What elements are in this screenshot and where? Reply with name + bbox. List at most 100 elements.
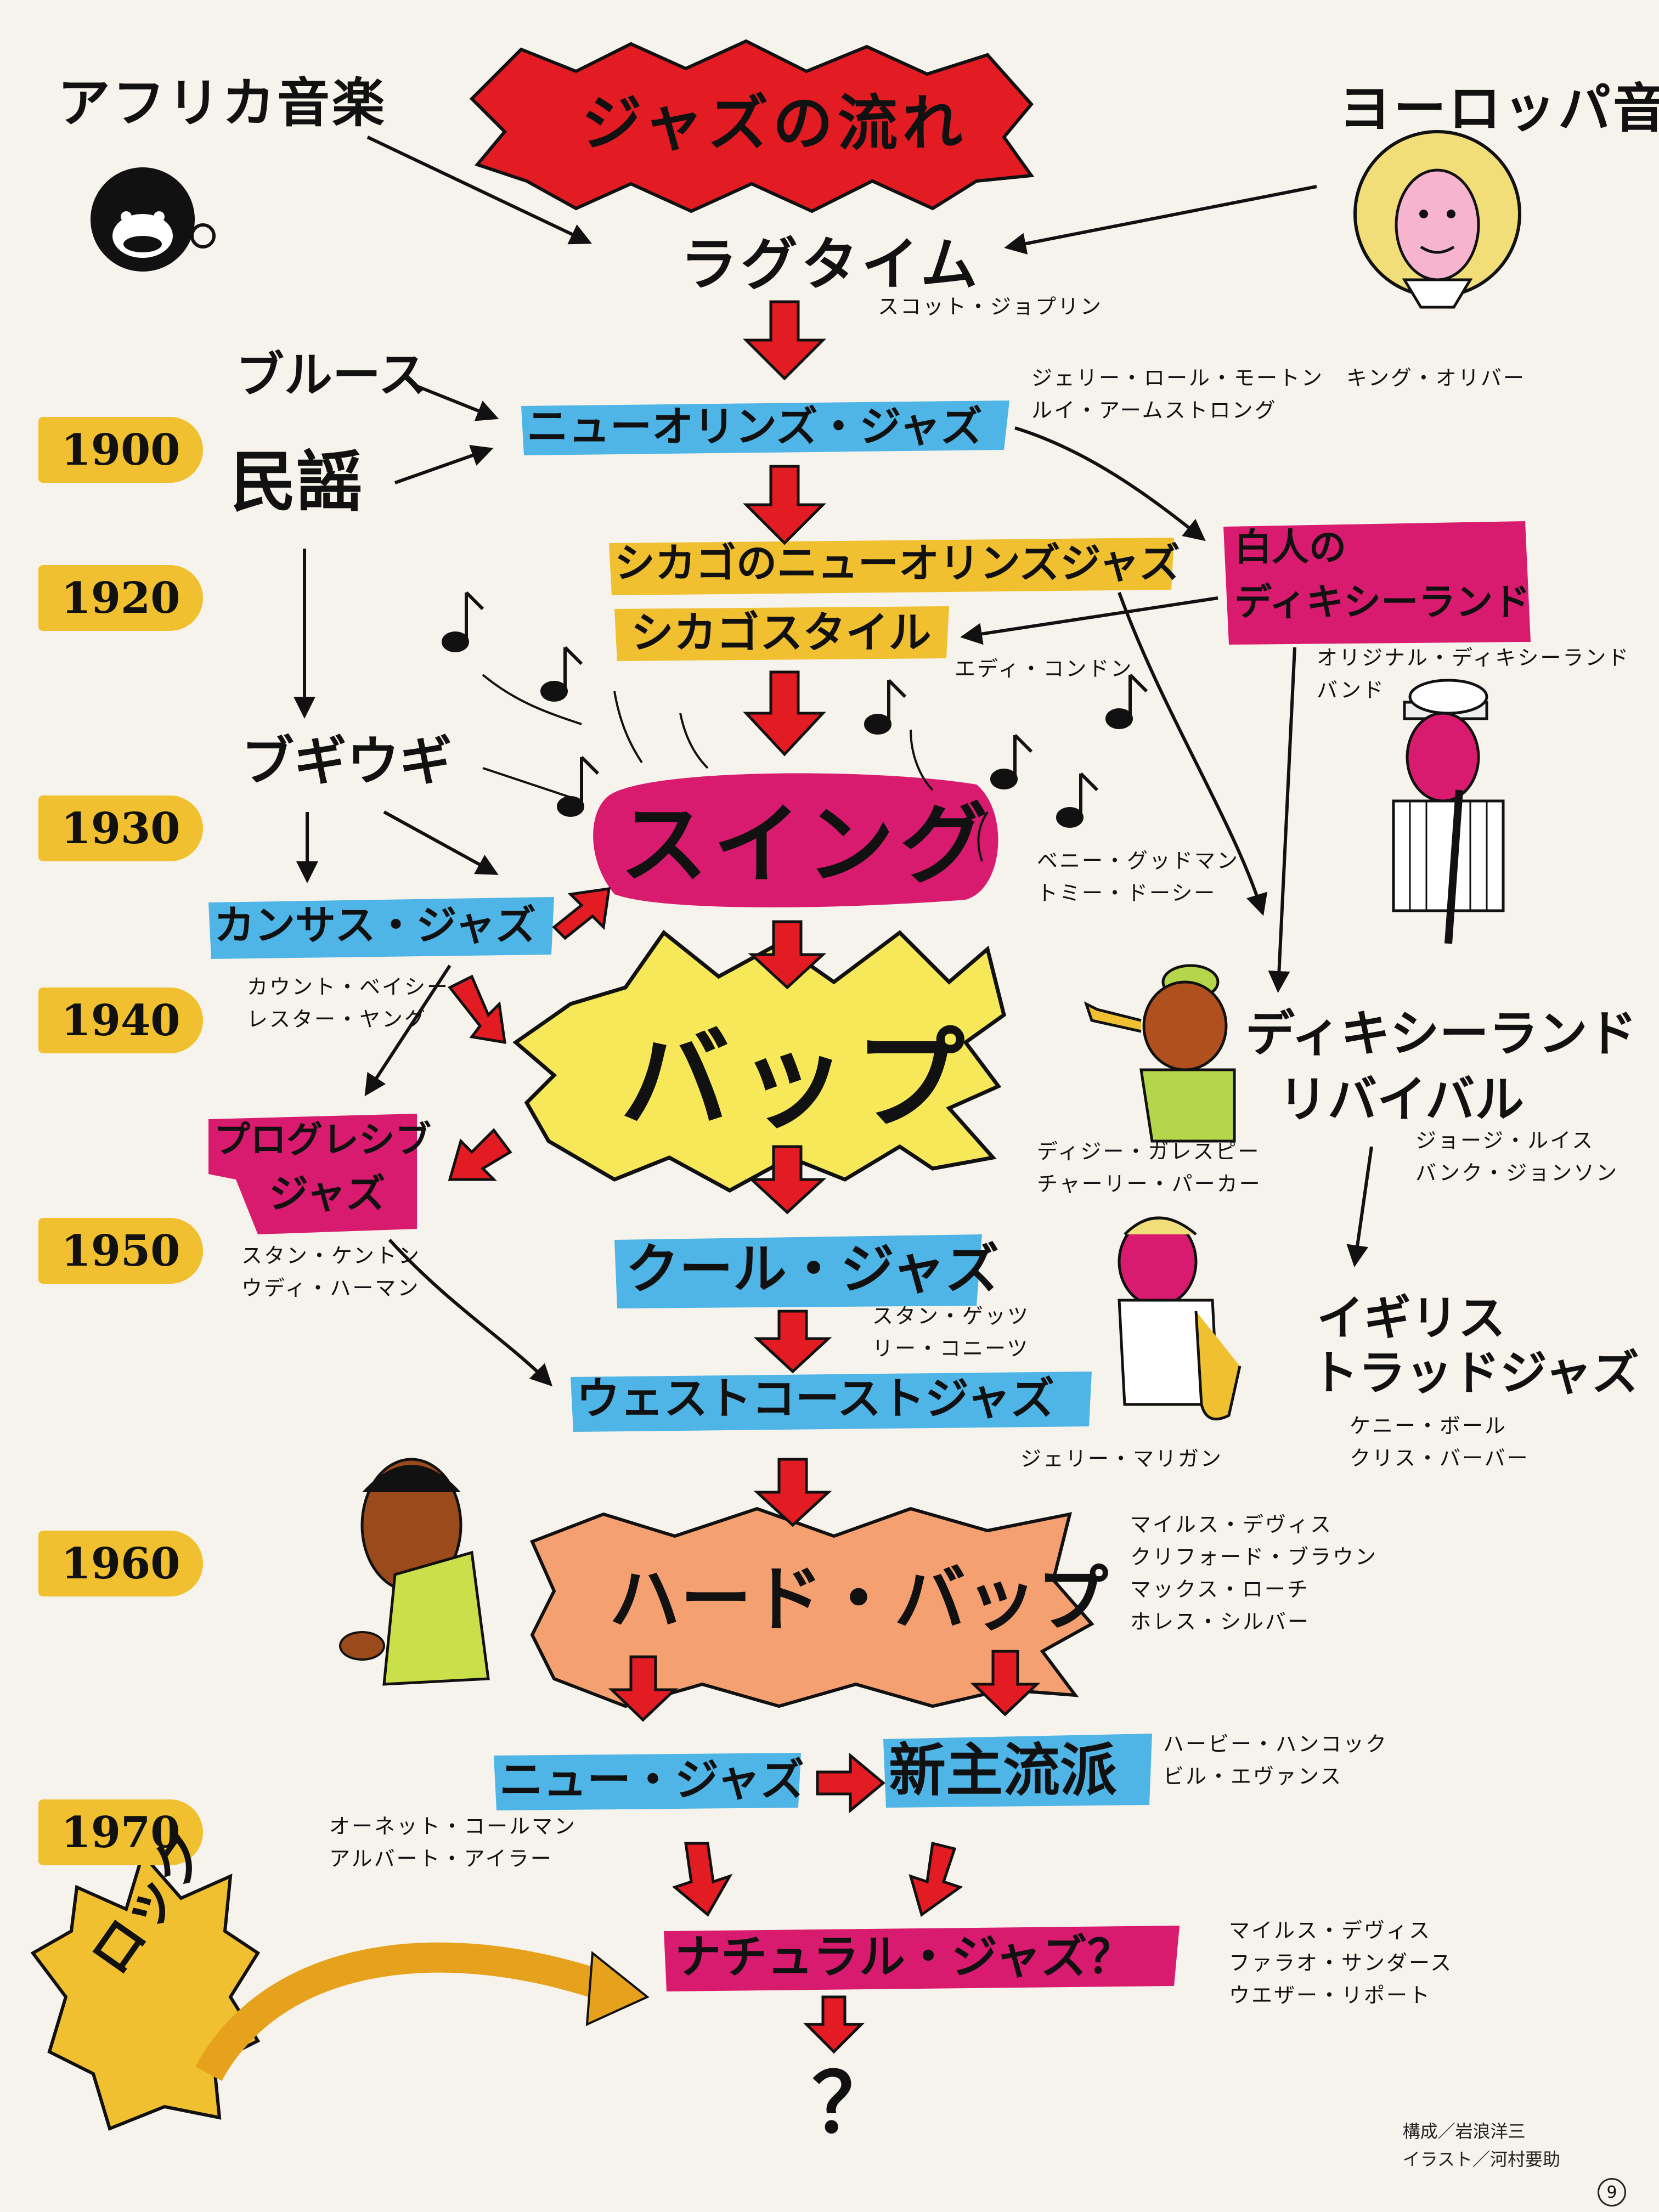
musicians-new-jazz: オーネット・コールマン アルバート・アイラー [329,1810,577,1875]
year-1930: 1930 [38,795,203,861]
style-new-jazz: ニュー・ジャズ [499,1754,804,1805]
musician-name: バンク・ジョンソン [1415,1160,1619,1185]
musicians-chicago: エディ・コンドン [955,653,1133,685]
musicians-ragtime: スコット・ジョプリン [878,291,1103,323]
boogie-label: ブギウギ [241,731,452,792]
musician-name: レスター・ヤング [247,1007,427,1031]
musician-name: スコット・ジョプリン [878,295,1103,319]
europe-figure-illustration [1353,130,1521,309]
west-coast-wash [571,1372,1092,1432]
musicians-kansas: カウント・ベイシー レスター・ヤング [247,971,449,1036]
musician-name: スタン・ゲッツ [872,1304,1030,1328]
cool-wash [614,1234,982,1308]
africa-music-label: アフリカ音楽 [58,72,387,134]
blues-label: ブルース [236,347,427,403]
style-kansas: カンサス・ジャズ [214,902,536,949]
page-number: 9 [1598,2178,1626,2207]
swing-motion-lines [482,674,989,862]
musician-name: トミー・ドーシー [1037,881,1217,905]
musician-name: オーネット・コールマン [329,1814,577,1838]
style-chicago-new-orleans: シカゴのニューオリンズジャズ [614,540,1180,587]
rock-arrow [195,1942,608,2081]
red-arrow-3 [743,670,826,757]
red-arrow-1 [742,300,827,381]
musician-name: ジェリー・ロール・モートン キング・オリバー [1031,366,1526,390]
style-white-dixieland-2: ディキシーランド [1234,581,1531,624]
musician-name: カウント・ベイシー [247,975,450,999]
musician-name: スタン・ケントン [241,1244,421,1268]
year-1950: 1950 [38,1218,203,1284]
musician-name: ホレス・シルバー [1130,1609,1311,1634]
musicians-progressive: スタン・ケントン ウディ・ハーマン [241,1240,421,1305]
red-arrow-10 [816,1752,885,1814]
folk-label: 民謡 [230,444,362,521]
arrow-kansas-progressive [364,964,452,1097]
red-arrow-7 [753,1458,832,1527]
style-swing: スイング [620,793,994,896]
credit-composition: 構成／岩浪洋三 [1402,2121,1526,2142]
style-unknown: ？ [812,2056,895,2152]
saxophone-player-illustration [1118,1216,1242,1421]
style-new-mainstream: 新主流派 [889,1737,1118,1804]
red-arrow-6 [753,1310,832,1374]
pianist-illustration [339,1458,490,1686]
africa-figure-illustration [91,167,216,272]
style-dixieland-revival-2: リバイバル [1278,1071,1525,1128]
musicians-hard-bop: マイルス・デヴィス クリフォード・ブラウン マックス・ローチ ホレス・シルバー [1130,1509,1378,1638]
credits: 構成／岩浪洋三 イラスト／河村要助 [1403,2118,1560,2174]
rock-arrow-head [585,1951,650,2027]
musician-name: ウエザー・リポート [1229,1983,1432,2007]
musician-name: マイルス・デヴィス [1130,1513,1333,1537]
musicians-new-mainstream: ハービー・ハンコック ビル・エヴァンス [1163,1728,1388,1793]
red-arrow-8 [608,1655,679,1722]
red-arrow-13 [803,1995,865,2054]
musician-name: オリジナル・ディキシーランド [1317,646,1630,670]
red-arrow-12 [909,1841,963,1917]
red-arrow-2 [742,465,827,545]
musician-name: クリス・バーバー [1350,1446,1530,1470]
style-ragtime: ラグタイム [680,231,981,298]
arrow-europe-ragtime [1004,185,1317,255]
musician-name: クリフォード・ブラウン [1130,1544,1378,1569]
chicago-wash [609,538,1174,595]
style-natural: ナチュラル・ジャズ？ [675,1930,1133,1984]
arrow-nola-white [1014,426,1206,541]
year-1940: 1940 [38,988,203,1053]
style-dixieland-revival-1: ディキシーランド [1245,1005,1637,1063]
style-bop: バップ [620,1017,973,1144]
musician-name: ビル・エヴァンス [1163,1764,1343,1788]
musician-name: ルイ・アームストロング [1031,398,1277,422]
new-jazz-wash [494,1753,801,1810]
musicians-west-coast: ジェリー・マリガン [1020,1443,1223,1475]
style-british-trad-1: イギリス [1317,1291,1505,1346]
style-new-orleans: ニューオリンズ・ジャズ [527,402,983,451]
style-british-trad-2: トラッドジャズ [1311,1346,1639,1401]
musician-name: ウディ・ハーマン [241,1276,420,1300]
musician-name: チャーリー・パーカー [1037,1171,1262,1196]
style-progressive-1: プログレシブ [214,1119,431,1161]
musician-name: アルバート・アイラー [329,1846,553,1871]
year-1970: 1970 [38,1799,203,1865]
style-hard-bop: ハード・バップ [609,1558,1109,1641]
musicians-cool: スタン・ゲッツ リー・コニーツ [872,1300,1030,1365]
style-progressive-2: ジャズ [269,1171,386,1217]
year-1960: 1960 [38,1531,203,1596]
musician-name: ディジー・ガレスピー [1037,1139,1261,1164]
year-1920: 1920 [38,565,203,631]
musicians-swing: ベニー・グッドマン トミー・ドーシー [1037,845,1239,910]
musician-name: ファラオ・サンダース [1229,1950,1453,1975]
musicians-natural: マイルス・デヴィス ファラオ・サンダース ウエザー・リポート [1229,1915,1453,2012]
chicago-style-wash [614,606,949,661]
red-arrow-4 [748,920,827,990]
music-notes [442,591,1148,828]
musician-name: ジェリー・マリガン [1020,1447,1223,1471]
musician-name: ケニー・ボール [1350,1414,1508,1438]
musician-name: バンド [1317,678,1385,702]
musician-name: マックス・ローチ [1130,1577,1310,1601]
musicians-revival: ジョージ・ルイス バンク・ジョンソン [1415,1125,1618,1189]
white-dixieland-wash [1223,521,1531,645]
arrow-white-revival [1268,647,1296,993]
arrow-boogie-swing [383,810,499,875]
musicians-bop: ディジー・ガレスピー チャーリー・パーカー [1037,1136,1262,1200]
